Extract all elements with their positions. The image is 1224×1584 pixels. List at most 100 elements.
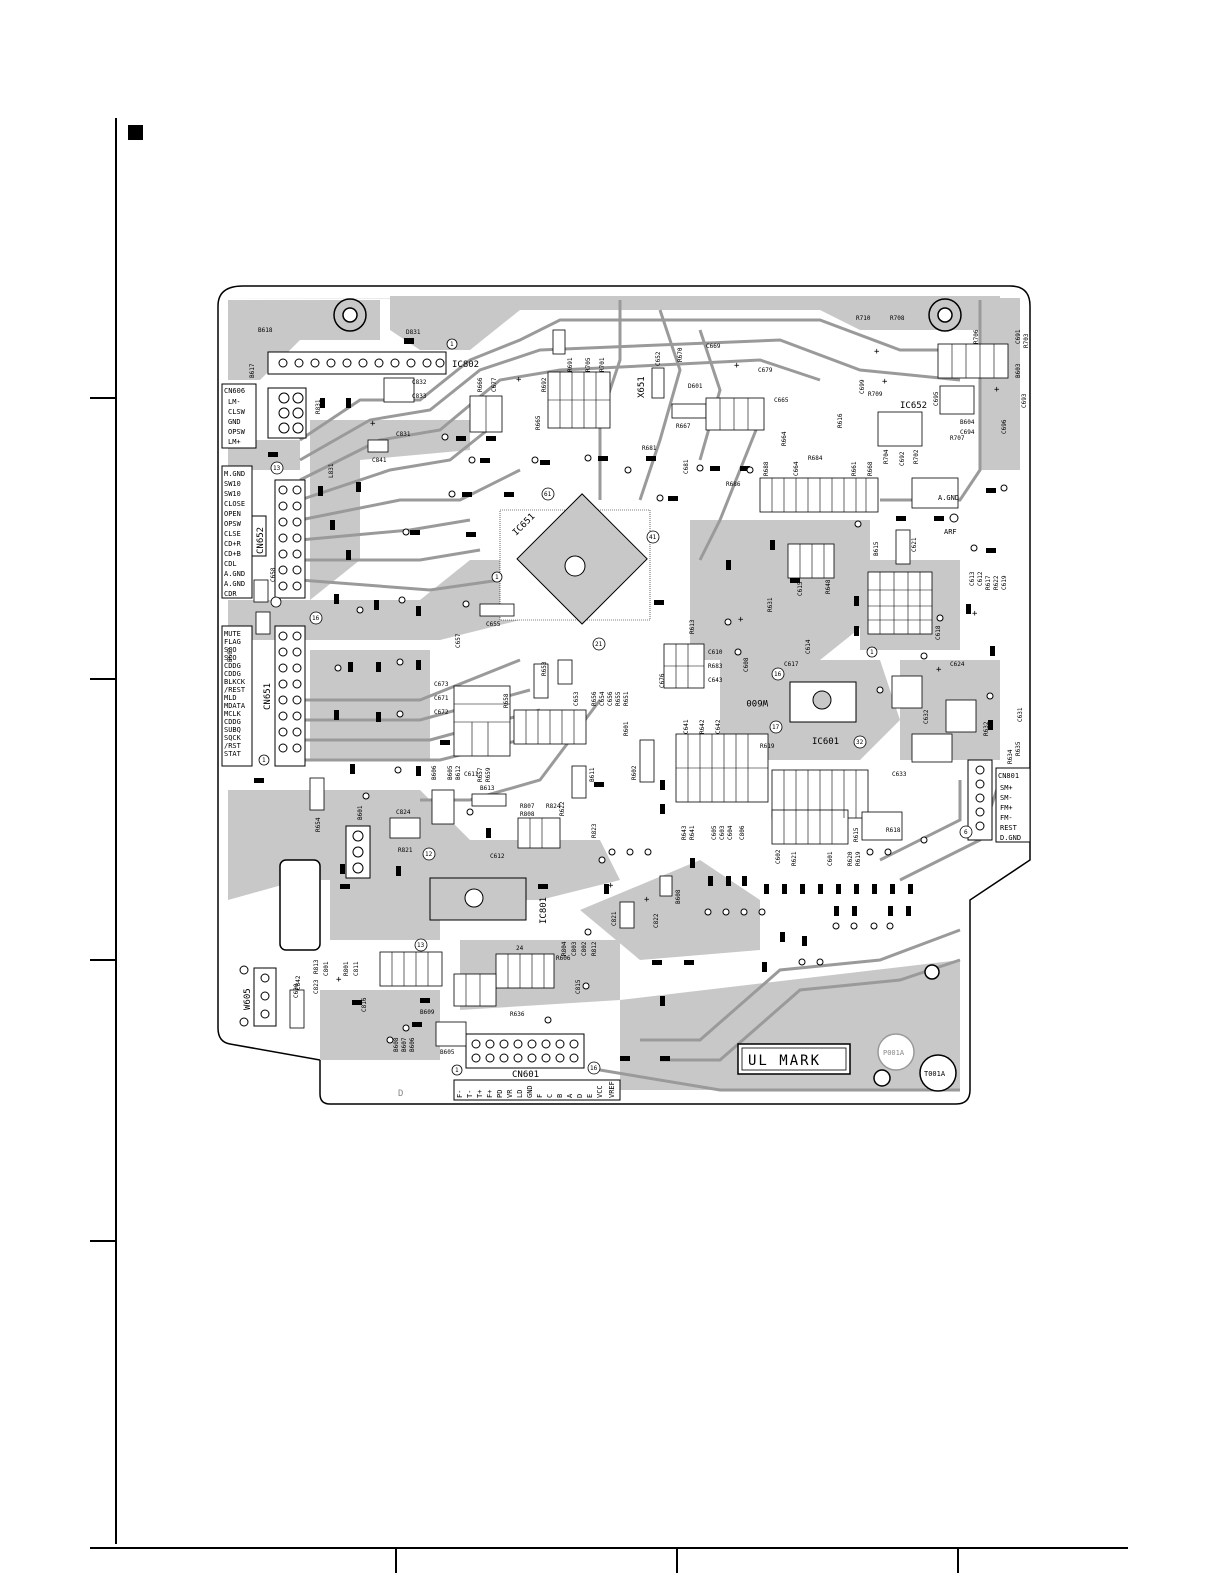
section-marker	[128, 125, 143, 140]
svg-text:CD+B: CD+B	[224, 550, 241, 558]
svg-text:C604: C604	[727, 825, 734, 840]
svg-text:A.GND: A.GND	[224, 580, 245, 588]
svg-text:C631: C631	[1017, 707, 1024, 722]
svg-text:+: +	[994, 385, 1000, 395]
svg-text:C669: C669	[706, 343, 721, 350]
svg-text:R613: R613	[689, 619, 696, 634]
svg-text:MUTE: MUTE	[224, 630, 241, 638]
svg-text:C811: C811	[353, 961, 360, 976]
svg-text:1: 1	[495, 574, 499, 581]
svg-text:R616: R616	[837, 413, 844, 428]
svg-text:C615: C615	[797, 581, 804, 596]
svg-text:SW10: SW10	[224, 490, 241, 498]
svg-text:C605: C605	[711, 825, 718, 840]
svg-text:C612: C612	[490, 853, 505, 860]
svg-text:B608: B608	[393, 1037, 400, 1052]
ic652-label: IC652	[900, 401, 927, 411]
svg-text:R707: R707	[950, 435, 965, 442]
svg-text:R681: R681	[642, 445, 657, 452]
svg-text:B605: B605	[447, 765, 454, 780]
svg-text:C832: C832	[412, 379, 427, 386]
svg-text:R651: R651	[623, 691, 630, 706]
svg-text:C801: C801	[323, 961, 330, 976]
ic801-label: IC801	[539, 897, 549, 924]
svg-text:C630: C630	[293, 983, 300, 998]
svg-text:/REST: /REST	[224, 686, 246, 694]
agnd-label: A.GND	[938, 494, 959, 502]
svg-text:R813: R813	[313, 959, 320, 974]
svg-text:R619: R619	[855, 851, 862, 866]
svg-text:D: D	[398, 1089, 403, 1099]
svg-text:B603: B603	[1015, 363, 1022, 378]
cn651-title: CN651	[263, 683, 273, 710]
component-labels: B618 B617 D831 R831 C832 C833 C831 C841 …	[227, 315, 1030, 1056]
svg-text:SQCK: SQCK	[224, 734, 242, 742]
svg-text:C671: C671	[434, 695, 449, 702]
svg-text:C642: C642	[715, 719, 722, 734]
svg-text:SCO: SCO	[224, 654, 237, 662]
svg-text:B613: B613	[480, 785, 495, 792]
cn801-box: CN801 SM+ SM- FM+ FM- REST D.GND	[995, 767, 1031, 843]
svg-text:CDDG: CDDG	[224, 718, 241, 726]
svg-text:MCLK: MCLK	[224, 710, 242, 718]
svg-text:CDL: CDL	[224, 560, 237, 568]
svg-text:R601: R601	[623, 721, 630, 736]
svg-text:R684: R684	[808, 455, 823, 462]
svg-text:C658: C658	[270, 567, 277, 582]
svg-text:B612: B612	[455, 765, 462, 780]
svg-text:B609: B609	[420, 1009, 435, 1016]
svg-text:R618: R618	[886, 827, 901, 834]
svg-text:R606: R606	[556, 955, 571, 962]
svg-text:C617: C617	[784, 661, 799, 668]
svg-text:R704: R704	[883, 449, 890, 464]
ic802-label: IC802	[452, 360, 479, 370]
svg-text:B606: B606	[409, 1037, 416, 1052]
pin-marker-numbers: 1 13 16 61 41 21 17 32 16 1 6 12 13 24 1…	[262, 341, 968, 1074]
svg-text:C815: C815	[575, 979, 582, 994]
svg-text:R666: R666	[477, 377, 484, 392]
svg-text:LD: LD	[516, 1090, 524, 1098]
arf-label: ARF	[944, 528, 957, 536]
svg-text:C803: C803	[571, 941, 578, 956]
svg-text:C696: C696	[1001, 419, 1008, 434]
cn601-title: CN601	[512, 1070, 539, 1080]
vias	[239, 433, 1008, 1044]
svg-text:VCC: VCC	[596, 1085, 604, 1098]
svg-text:R617: R617	[985, 575, 992, 590]
svg-text:VR: VR	[506, 1089, 514, 1098]
svg-text:C602: C602	[775, 849, 782, 864]
svg-text:R667: R667	[676, 423, 691, 430]
svg-text:R621: R621	[791, 851, 798, 866]
svg-text:R706: R706	[973, 329, 980, 344]
svg-text:CDR: CDR	[224, 590, 237, 598]
svg-text:R691: R691	[567, 357, 574, 372]
svg-text:OPSW: OPSW	[228, 428, 246, 436]
svg-text:C: C	[546, 1094, 554, 1098]
svg-text:41: 41	[649, 534, 657, 541]
svg-text:CDDG: CDDG	[224, 662, 241, 670]
svg-text:R655: R655	[615, 691, 622, 706]
p001a-label: P001A	[883, 1049, 905, 1057]
svg-text:C624: C624	[950, 661, 965, 668]
svg-text:R703: R703	[1023, 333, 1030, 348]
svg-text:C694: C694	[960, 429, 975, 436]
svg-text:R807: R807	[520, 803, 535, 810]
svg-text:1: 1	[455, 1067, 459, 1074]
svg-text:CN606: CN606	[224, 387, 245, 395]
svg-text:GND: GND	[228, 418, 241, 426]
svg-text:REST: REST	[1000, 824, 1018, 832]
svg-text:21: 21	[595, 641, 603, 648]
svg-text:B602: B602	[227, 647, 234, 662]
svg-text:M.GND: M.GND	[224, 470, 245, 478]
svg-text:R823: R823	[591, 823, 598, 838]
svg-text:/RST: /RST	[224, 742, 242, 750]
svg-text:CN801: CN801	[998, 772, 1019, 780]
svg-text:CDDG: CDDG	[224, 670, 241, 678]
svg-text:GND: GND	[526, 1085, 534, 1098]
svg-text:B608: B608	[675, 889, 682, 904]
svg-text:SM+: SM+	[1000, 784, 1013, 792]
svg-text:CD+R: CD+R	[224, 540, 242, 548]
grid-tick-3	[90, 959, 116, 961]
svg-text:+: +	[336, 975, 342, 985]
